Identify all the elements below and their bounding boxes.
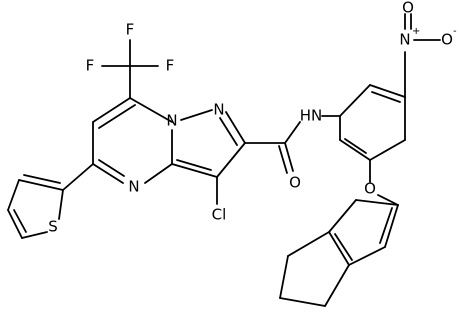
atom-f1: F <box>86 57 95 75</box>
nitro-minus-charge: - <box>453 26 457 37</box>
bond <box>98 159 125 177</box>
bond <box>58 189 64 220</box>
bond <box>23 174 61 184</box>
atom-s-thiophene: S <box>48 218 58 236</box>
bond <box>92 163 124 184</box>
atom-n-pyrimidine: N <box>128 178 139 196</box>
atom-n-bridge: N <box>166 112 177 130</box>
bond <box>216 142 246 178</box>
bond <box>377 194 399 206</box>
bond <box>369 84 406 98</box>
bond <box>287 231 330 257</box>
bond <box>324 264 350 307</box>
bond <box>328 199 357 233</box>
bond <box>176 159 212 171</box>
bond <box>284 142 294 172</box>
bond <box>144 163 173 184</box>
bond <box>369 139 406 161</box>
atom-nh-amide: HN <box>300 107 323 125</box>
bonds <box>7 13 441 307</box>
bond <box>379 207 393 244</box>
bond <box>171 163 218 178</box>
atom-o-ether: O <box>364 180 376 198</box>
bond <box>278 145 288 174</box>
bond <box>18 179 64 191</box>
atom-o-nitro-minus: O <box>441 31 453 49</box>
atom-n-pyrazole: N <box>213 101 224 119</box>
bond <box>348 246 386 266</box>
bond <box>62 163 94 191</box>
bond <box>284 121 301 144</box>
bond <box>219 117 238 146</box>
bond <box>225 111 246 144</box>
bond <box>98 104 136 129</box>
bond <box>384 204 399 248</box>
bond <box>339 139 371 161</box>
atom-f3: F <box>166 57 175 75</box>
atom-cl: Cl <box>212 206 227 224</box>
bond <box>371 91 401 103</box>
bond <box>334 233 353 261</box>
atom-o-nitro-double: O <box>402 0 414 17</box>
bond <box>355 199 399 206</box>
bond <box>180 109 213 121</box>
bond <box>7 209 23 239</box>
bond <box>279 255 289 299</box>
bond <box>344 138 367 154</box>
bond <box>21 231 48 239</box>
atom-o-amide: O <box>289 174 301 192</box>
bond <box>7 179 20 211</box>
bond <box>129 97 173 123</box>
atom-f2: F <box>126 21 135 39</box>
bond <box>13 209 27 233</box>
bond <box>92 97 131 123</box>
bond <box>339 84 371 117</box>
atom-labels: F F F N N N S Cl HN O O N + O - O <box>48 0 457 236</box>
bond <box>279 297 326 307</box>
nitro-plus-charge: + <box>412 26 420 37</box>
bond <box>328 231 350 266</box>
atom-n-nitro: N <box>399 31 410 49</box>
